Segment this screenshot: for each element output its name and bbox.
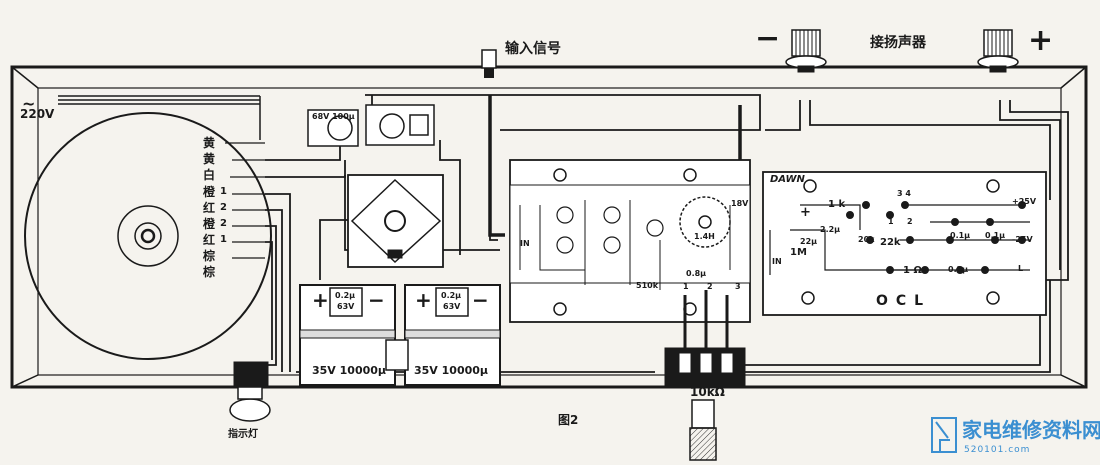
mains-wires (58, 95, 261, 140)
mid-n1: 1 (683, 282, 689, 291)
ocl-r20k: 20k (858, 235, 875, 244)
pilot-lamp-label: 指示灯 (228, 429, 258, 440)
ocl-c22a: 2.2µ (820, 225, 841, 234)
cap-right-small-voltage: 63V (443, 302, 461, 311)
cap-left-plus: + (312, 288, 329, 312)
cap-left-rating: 35V 10000µ (312, 364, 387, 377)
ocl-board (762, 171, 1047, 316)
volume-potentiometer (664, 290, 746, 461)
ocl-in: IN (772, 257, 782, 266)
ocl-c22b: 22µ (800, 237, 818, 246)
cap-right-small-value: 0.2µ (441, 291, 462, 300)
cap-left-small-voltage: 63V (337, 302, 355, 311)
wire-color-6: 红 (203, 233, 216, 247)
mid-n3: 3 (735, 282, 741, 291)
ac-symbol: ~ (22, 94, 36, 113)
ocl-l: L (1018, 264, 1024, 273)
wire-color-2: 白 (203, 168, 216, 182)
pilot-lamp (229, 361, 271, 422)
input-jack (481, 49, 497, 78)
wire-color-8: 棕 (203, 265, 216, 279)
watermark-text: 家电维修资料网 (962, 418, 1100, 442)
filter-capacitor-right (404, 284, 501, 386)
wire-color-0: 黄 (203, 136, 216, 150)
ocl-plus25: +25V (1012, 197, 1037, 206)
speaker-terminals-label: 接扬声器 (870, 35, 926, 51)
wire-number-1: 2 (220, 202, 227, 213)
ocl-c01a: 0.1µ (950, 231, 971, 240)
ocl-minus25: -25V (1012, 235, 1033, 244)
minus-symbol: − (755, 21, 781, 56)
mid-n2: 2 (707, 282, 713, 291)
mid-c08-label: 0.8µ (686, 269, 707, 278)
cap-right-rating: 35V 10000µ (414, 364, 489, 377)
wire-color-5: 橙 (203, 217, 216, 231)
wire-color-3: 橙 (203, 185, 216, 199)
wire-number-3: 1 (220, 234, 227, 245)
speaker-terminal-minus (785, 29, 827, 73)
cap-left-minus: − (368, 288, 385, 312)
chassis (10, 65, 1088, 389)
bridge-rectifier (347, 174, 444, 268)
wire-color-1: 黄 (203, 152, 216, 166)
regulator-modules (307, 104, 435, 147)
ocl-r1m: 1M (790, 247, 807, 258)
mains-voltage-label: 220V (20, 107, 55, 121)
speaker-terminal-plus (977, 29, 1019, 73)
ocl-r1ohm: 1 Ω (903, 265, 922, 276)
pot-value-label: 10kΩ (690, 385, 725, 399)
ocl-plus: + (800, 205, 811, 220)
wire-color-4: 红 (203, 201, 216, 215)
plus-symbol: + (1028, 23, 1054, 58)
mid-v18-label: 18V (731, 199, 749, 208)
ocl-n34: 3 4 (897, 189, 911, 198)
secondary-wiring (250, 94, 1069, 373)
cap-right-plus: + (415, 288, 432, 312)
ocl-c02: 0.2µ (948, 265, 969, 274)
cap-right-minus: − (472, 288, 489, 312)
filter-capacitor-left (299, 284, 396, 386)
ocl-r22k: 22k (880, 237, 901, 248)
mid-in-label: IN (520, 239, 530, 248)
ocl-brand: DAWN (770, 174, 805, 185)
wire-number-0: 1 (220, 186, 227, 197)
ocl-name: OCL (876, 293, 932, 309)
mid-r510k-label: 510k (636, 281, 659, 290)
wire-color-7: 棕 (203, 249, 216, 263)
input-signal-label: 输入信号 (505, 41, 561, 57)
figure-caption: 图2 (558, 413, 579, 427)
ocl-r1k: 1 k (828, 199, 846, 210)
wire-number-2: 2 (220, 218, 227, 229)
watermark-url: 520101.com (964, 445, 1031, 455)
ocl-c01b: 0.1µ (985, 231, 1006, 240)
preamp-board (509, 159, 751, 323)
cap-clamp (385, 339, 409, 371)
watermark-logo-icon (931, 417, 957, 453)
transformer (24, 112, 272, 360)
inductor-label: 1.4H (694, 232, 715, 241)
cap-left-small-value: 0.2µ (335, 291, 356, 300)
ocl-n2: 2 (907, 217, 913, 226)
ocl-n1: 1 (888, 217, 894, 226)
regulator-left-label: 68V 100µ (312, 112, 355, 121)
